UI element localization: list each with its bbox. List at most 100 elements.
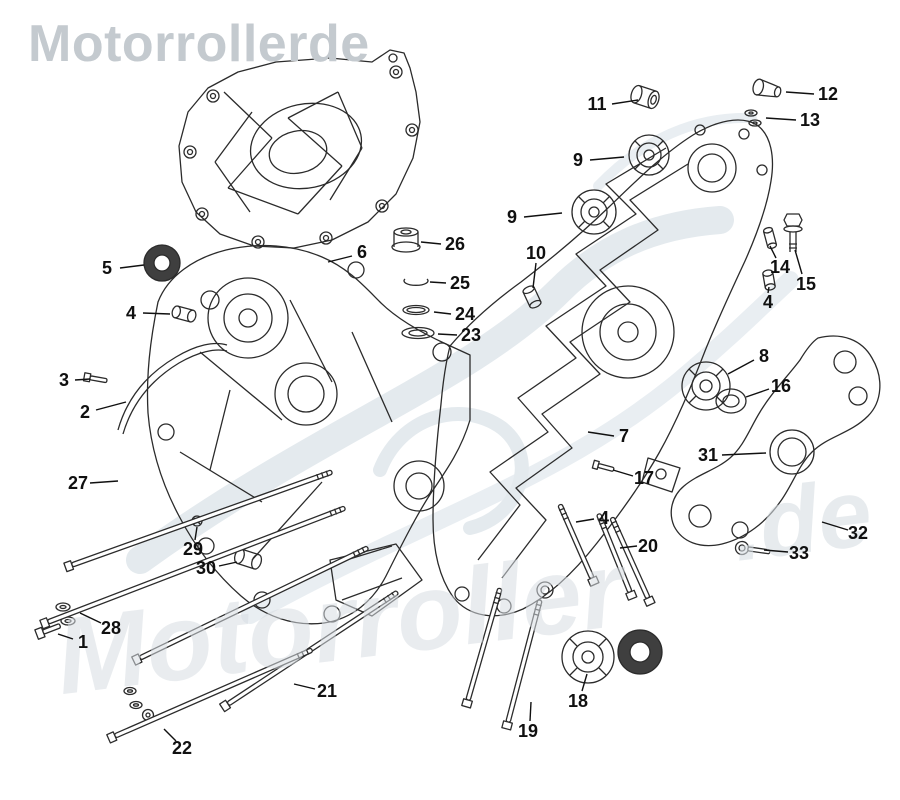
callout-label-9: 9 bbox=[573, 150, 583, 170]
part-sleeve-30 bbox=[233, 548, 263, 570]
callout-label-3: 3 bbox=[59, 370, 69, 390]
callout-line-8 bbox=[727, 359, 755, 375]
callout-label-4: 4 bbox=[763, 292, 773, 312]
callout-label-25: 25 bbox=[450, 273, 470, 293]
callout-label-31: 31 bbox=[698, 445, 718, 465]
callout-label-7: 7 bbox=[619, 426, 629, 446]
part-roller-11 bbox=[630, 84, 660, 110]
callout-line-31 bbox=[721, 452, 767, 456]
callout-line-30 bbox=[218, 561, 238, 567]
callout-label-30: 30 bbox=[196, 558, 216, 578]
part-left-crankcase-half bbox=[146, 244, 471, 625]
callout-line-10 bbox=[532, 262, 537, 289]
callout-line-32 bbox=[821, 521, 849, 531]
callout-line-12 bbox=[785, 91, 815, 95]
callout-line-1 bbox=[57, 633, 74, 640]
part-oring-24 bbox=[402, 304, 430, 316]
callout-label-19: 19 bbox=[518, 721, 538, 741]
callout-label-4: 4 bbox=[126, 303, 136, 323]
callout-line-4 bbox=[767, 286, 770, 294]
part-stud-27 bbox=[63, 469, 333, 573]
part-stud-21 bbox=[219, 590, 399, 713]
callout-line-6 bbox=[327, 255, 353, 263]
callout-line-23 bbox=[437, 333, 458, 336]
part-bearing-9-upper bbox=[628, 134, 670, 176]
brand-logo: Motorrollerde bbox=[28, 15, 370, 73]
callout-label-2: 2 bbox=[80, 402, 90, 422]
callout-line-29 bbox=[194, 526, 198, 541]
part-bolt-17 bbox=[591, 459, 615, 472]
watermark-de-text: .de bbox=[727, 459, 878, 582]
callout-line-16 bbox=[745, 388, 770, 398]
callout-label-28: 28 bbox=[101, 618, 121, 638]
callout-label-10: 10 bbox=[526, 243, 546, 263]
part-stud-extra bbox=[596, 513, 638, 601]
part-bolt-33 bbox=[734, 540, 771, 556]
callout-label-26: 26 bbox=[445, 234, 465, 254]
callout-line-24 bbox=[433, 311, 452, 315]
callout-label-15: 15 bbox=[796, 274, 816, 294]
callout-label-16: 16 bbox=[771, 376, 791, 396]
callout-label-22: 22 bbox=[172, 738, 192, 758]
callout-label-13: 13 bbox=[800, 110, 820, 130]
callout-label-4: 4 bbox=[599, 508, 609, 528]
callout-label-14: 14 bbox=[770, 257, 790, 277]
part-bolt-1 bbox=[34, 623, 62, 640]
part-stud-mid bbox=[131, 545, 369, 666]
part-seal-16 bbox=[715, 388, 747, 414]
callout-line-9 bbox=[523, 212, 563, 218]
part-pin-14 bbox=[762, 226, 778, 250]
callout-line-26 bbox=[420, 241, 442, 245]
part-right-crankcase-half bbox=[432, 119, 774, 617]
callout-line-25 bbox=[429, 281, 447, 284]
callout-line-21 bbox=[293, 683, 316, 690]
part-stud-4-center bbox=[557, 503, 600, 587]
callout-line-19 bbox=[529, 701, 532, 722]
callout-label-12: 12 bbox=[818, 84, 838, 104]
callout-line-22 bbox=[163, 728, 177, 742]
callout-line-20 bbox=[619, 545, 638, 549]
callout-label-27: 27 bbox=[68, 473, 88, 493]
callout-line-18 bbox=[581, 673, 588, 692]
part-washer-13 bbox=[744, 109, 762, 127]
part-rubber-mount-18 bbox=[617, 629, 663, 675]
part-bolt-15 bbox=[783, 213, 803, 252]
part-stud-28-1 bbox=[39, 505, 346, 630]
part-pin-10 bbox=[522, 285, 542, 309]
part-clip-25 bbox=[403, 278, 429, 286]
callout-label-6: 6 bbox=[357, 242, 367, 262]
callout-line-27 bbox=[89, 480, 119, 484]
callout-label-18: 18 bbox=[568, 691, 588, 711]
callout-line-15 bbox=[794, 249, 803, 275]
callout-line-17 bbox=[612, 469, 634, 477]
callout-line-7 bbox=[587, 431, 615, 437]
part-washer-23 bbox=[401, 326, 435, 340]
callout-line-3 bbox=[74, 378, 91, 381]
callout-line-4 bbox=[575, 518, 595, 523]
callout-label-9: 9 bbox=[507, 207, 517, 227]
callout-line-14 bbox=[769, 245, 777, 259]
part-stud-22 bbox=[106, 647, 313, 744]
callout-label-33: 33 bbox=[789, 543, 809, 563]
callout-line-9 bbox=[589, 156, 625, 161]
callout-line-4 bbox=[142, 312, 171, 315]
part-bushing-4-right bbox=[762, 269, 776, 291]
part-bearing-8 bbox=[681, 361, 731, 411]
engine-drawing bbox=[34, 49, 881, 744]
callout-label-1: 1 bbox=[78, 632, 88, 652]
part-bearing-18 bbox=[561, 630, 615, 684]
callout-label-32: 32 bbox=[848, 523, 868, 543]
callout-label-20: 20 bbox=[638, 536, 658, 556]
part-clutch-cover bbox=[178, 49, 421, 249]
part-gasket bbox=[117, 342, 228, 435]
part-cap-26 bbox=[391, 227, 421, 253]
callout-label-8: 8 bbox=[759, 346, 769, 366]
callout-line-5 bbox=[119, 264, 145, 269]
callout-label-21: 21 bbox=[317, 681, 337, 701]
callout-line-11 bbox=[611, 99, 639, 105]
callout-label-24: 24 bbox=[455, 304, 475, 324]
callout-label-11: 11 bbox=[587, 94, 606, 114]
callout-label-23: 23 bbox=[461, 325, 481, 345]
